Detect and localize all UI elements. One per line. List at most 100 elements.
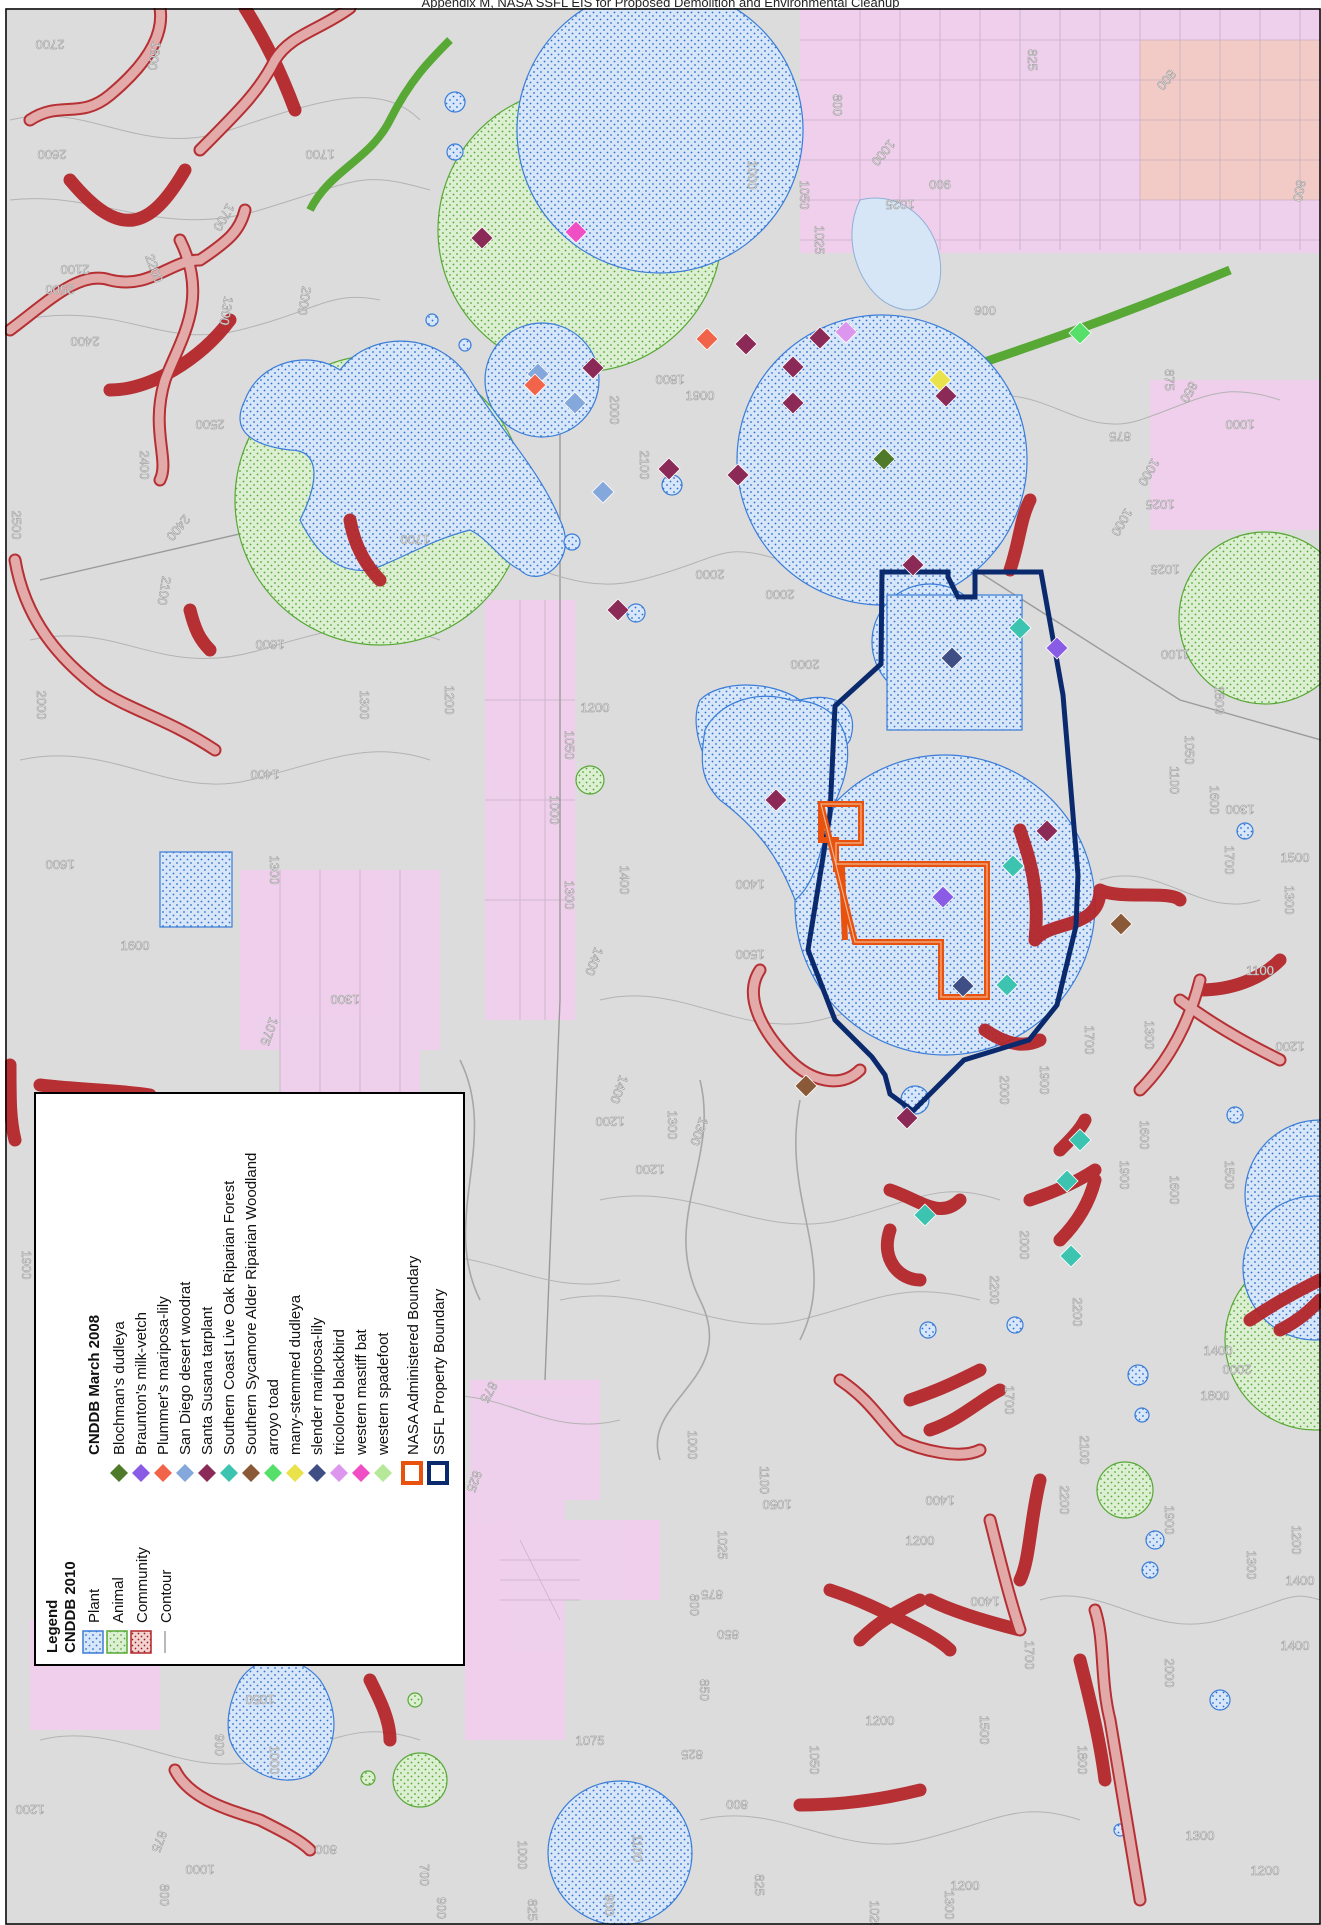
contour-label: 2000: [766, 587, 795, 602]
contour-label: 1100: [1167, 766, 1182, 794]
legend-2008-swatch: [308, 1464, 326, 1482]
legend-animal-swatch: [106, 1630, 128, 1654]
map-canvas[interactable]: 2700260025002400210022001700170013001800…: [5, 8, 1321, 1925]
legend-2008-swatch: [110, 1464, 128, 1482]
map-frame: [5, 8, 1321, 1925]
contour-label: 1400: [971, 1594, 1000, 1609]
legend-plant-swatch: [82, 1630, 104, 1654]
contour-label: 1300: [1244, 1551, 1259, 1580]
contour-label: 825: [525, 1899, 540, 1921]
contour-label: 2000: [997, 1076, 1012, 1105]
marker-plummers-mariposa-lily: [523, 373, 547, 397]
urban-areas: [30, 8, 1321, 1740]
contour-label: 875: [1109, 429, 1131, 444]
contour-label: 1700: [1222, 846, 1237, 875]
marker-santa-susana-tarplant: [781, 355, 805, 379]
contour-label: 1600: [1167, 1176, 1182, 1205]
contour-label: 1300: [1142, 1021, 1157, 1050]
legend-2008-label: Santa Susana tarplant: [199, 1306, 216, 1455]
marker-plummers-mariposa-lily: [695, 327, 719, 351]
legend-2008-label: many-stemmed dudleya: [287, 1294, 304, 1455]
marker-santa-susana-tarplant: [581, 356, 605, 380]
contour-label: 2100: [1077, 1436, 1092, 1465]
legend-ssfl-label: SSFL Property Boundary: [431, 1288, 448, 1455]
contour-label: 1300: [562, 881, 577, 910]
contour-label: 1000: [685, 1431, 700, 1460]
contour-label: 875: [148, 1829, 170, 1855]
legend-community-label: Community: [134, 1547, 151, 1623]
contour-label: 2000: [607, 396, 622, 425]
contour-label: 1025: [715, 1531, 730, 1560]
marker-blochmans-dudleya: [872, 447, 896, 471]
marker-tricolored-blackbird: [834, 320, 858, 344]
marker-santa-susana-tarplant: [764, 788, 788, 812]
contour-label: 1900: [19, 1251, 34, 1280]
contour-label: 1400: [1204, 1343, 1233, 1358]
contour-label: 900: [602, 1894, 617, 1916]
marker-southern-sycamore-alder: [1109, 912, 1133, 936]
contour-label: 900: [434, 1897, 449, 1919]
marker-arroyo-toad: [1068, 321, 1092, 345]
contour-label: 875: [1162, 369, 1177, 391]
contour-label: 800: [1290, 179, 1309, 203]
contour-label: 1000: [745, 161, 760, 190]
reservoir: [851, 197, 942, 311]
marker-slender-mariposa-lily: [951, 974, 975, 998]
contour-label: 1000: [515, 1841, 530, 1870]
contour-label: 1200: [906, 1533, 935, 1548]
marker-southern-coast-live-oak: [995, 973, 1019, 997]
contour-label: 800: [830, 94, 845, 116]
legend-2008-swatch: [198, 1464, 216, 1482]
legend-cnddb2008-heading: CNDDB March 2008: [86, 1315, 103, 1455]
contour-label: 1600: [121, 938, 150, 953]
contour-label: 1000: [267, 1746, 282, 1775]
contour-label: 1200: [866, 1713, 895, 1728]
legend-2008-swatch: [132, 1464, 150, 1482]
contour-label: 1800: [1212, 686, 1227, 715]
contour-label: 875: [701, 1587, 723, 1602]
marker-southern-coast-live-oak: [1008, 616, 1032, 640]
contour-label: 800: [726, 1797, 748, 1812]
contour-label: 1400: [617, 866, 632, 895]
contour-label: 900: [212, 1734, 227, 1756]
contour-label: 1700: [401, 532, 430, 547]
contour-label: 1700: [1082, 1026, 1097, 1055]
contour-label: 1025: [886, 197, 915, 212]
legend-2008-label: Southern Sycamore Alder Riparian Woodlan…: [243, 1153, 260, 1455]
nasa-administered-boundary[interactable]: [817, 801, 990, 1000]
street-grid: [279, 8, 1321, 1621]
contour-label: 900: [974, 303, 996, 318]
contour-label: 800: [157, 1884, 172, 1906]
contour-label: 1800: [656, 372, 685, 387]
contour-label: 1050: [246, 1692, 275, 1707]
contour-label: 1300: [665, 1111, 680, 1140]
contour-label: 1500: [736, 947, 765, 962]
contour-label: 2400: [137, 451, 152, 480]
marker-santa-susana-tarplant: [808, 326, 832, 350]
marker-santa-susana-tarplant: [781, 391, 805, 415]
contour-label: 1500: [977, 1716, 992, 1745]
legend-2008-label: Southern Coast Live Oak Riparian Forest: [221, 1180, 238, 1455]
contour-label: 1300: [942, 1891, 957, 1920]
contour-label: 850: [717, 1627, 739, 1642]
contour-label: 2100: [155, 575, 175, 606]
contour-label: 2000: [34, 691, 49, 720]
contour-label: 1300: [267, 856, 282, 885]
marker-braunton-milk-vetch: [931, 885, 955, 909]
marker-western-mastiff-bat: [564, 220, 588, 244]
marker-southern-coast-live-oak: [1001, 854, 1025, 878]
contour-label: 1200: [951, 1878, 980, 1893]
contour-label: 2000: [1223, 1362, 1252, 1377]
contour-label: 2000: [696, 567, 725, 582]
legend-plant-label: Plant: [86, 1588, 103, 1623]
contour-label: 1025: [1151, 562, 1180, 577]
contour-label: 1800: [1201, 1388, 1230, 1403]
contour-label: 1025: [1146, 497, 1175, 512]
legend-2008-label: western mastiff bat: [353, 1329, 370, 1456]
contour-label: 1800: [145, 40, 165, 71]
contour-label: 1300: [217, 295, 237, 326]
legend-2008-label: San Diego desert woodrat: [177, 1281, 194, 1455]
ssfl-property-boundary[interactable]: [805, 569, 1081, 1115]
header-title: Appendix M, NASA SSFL EIS for Proposed D…: [421, 0, 900, 8]
